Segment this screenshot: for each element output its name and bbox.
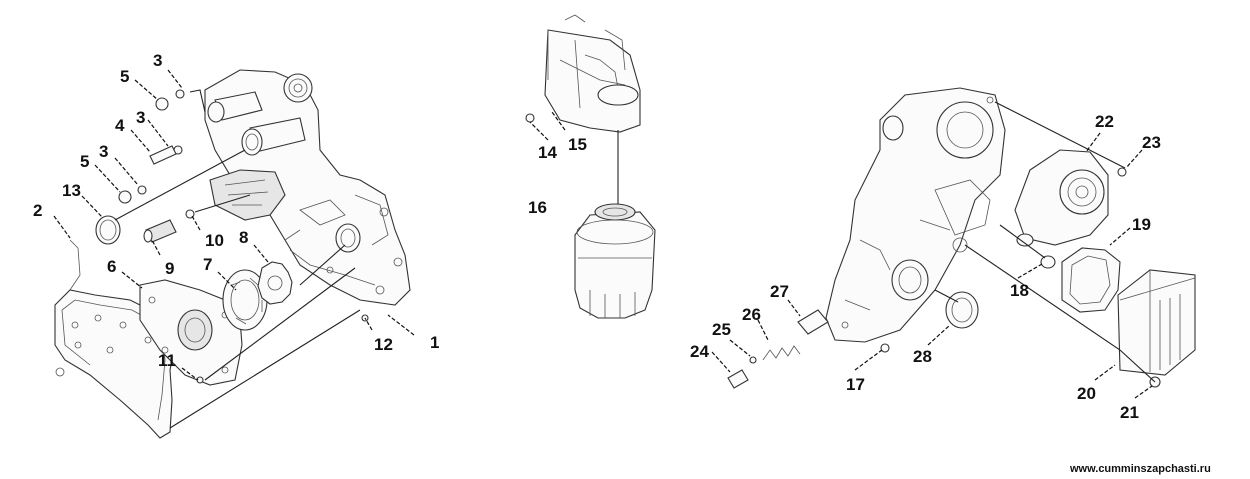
plunger-27 — [797, 309, 829, 335]
oil-filter-16 — [574, 211, 656, 319]
label-2: 2 — [33, 201, 42, 220]
leader-lines — [53, 69, 1153, 399]
label-27: 27 — [770, 282, 789, 301]
label-6: 6 — [107, 257, 116, 276]
label-13: 13 — [62, 181, 81, 200]
plug-24 — [727, 369, 749, 389]
gear-8 — [257, 261, 293, 305]
label-26: 26 — [742, 305, 761, 324]
label-15: 15 — [568, 135, 587, 154]
watermark: www.cumminszapchasti.ru — [1069, 463, 1211, 475]
part-number-labels: 1 2 3 3 3 4 5 5 6 7 8 9 10 11 12 13 14 1… — [33, 51, 1161, 422]
label-17: 17 — [846, 375, 865, 394]
spring-26 — [762, 345, 801, 361]
seal-28 — [945, 291, 979, 329]
label-4: 4 — [115, 116, 125, 135]
label-3-top: 3 — [153, 51, 162, 70]
label-24: 24 — [690, 342, 709, 361]
label-16: 16 — [528, 198, 547, 217]
label-10: 10 — [205, 231, 224, 250]
label-22: 22 — [1095, 112, 1114, 131]
label-18: 18 — [1010, 281, 1029, 300]
filter-head-15 — [544, 29, 641, 133]
rear-gear-housing-assembly — [727, 87, 1196, 389]
label-28: 28 — [913, 347, 932, 366]
front-gear-cover-assembly — [54, 69, 411, 439]
label-12: 12 — [374, 335, 393, 354]
label-8: 8 — [239, 228, 248, 247]
label-9: 9 — [165, 259, 174, 278]
label-20: 20 — [1077, 384, 1096, 403]
label-14: 14 — [538, 143, 557, 162]
label-5-top: 5 — [120, 67, 129, 86]
label-11: 11 — [158, 351, 176, 370]
label-23: 23 — [1142, 133, 1161, 152]
label-1: 1 — [430, 333, 439, 352]
seal-19 — [1061, 247, 1121, 313]
label-21: 21 — [1120, 403, 1139, 422]
label-19: 19 — [1132, 215, 1151, 234]
label-3-mid: 3 — [136, 108, 145, 127]
oil-filter-assembly — [525, 14, 656, 319]
label-5-low: 5 — [80, 152, 89, 171]
label-3-low: 3 — [99, 142, 108, 161]
label-25: 25 — [712, 320, 731, 339]
label-7: 7 — [203, 255, 212, 274]
